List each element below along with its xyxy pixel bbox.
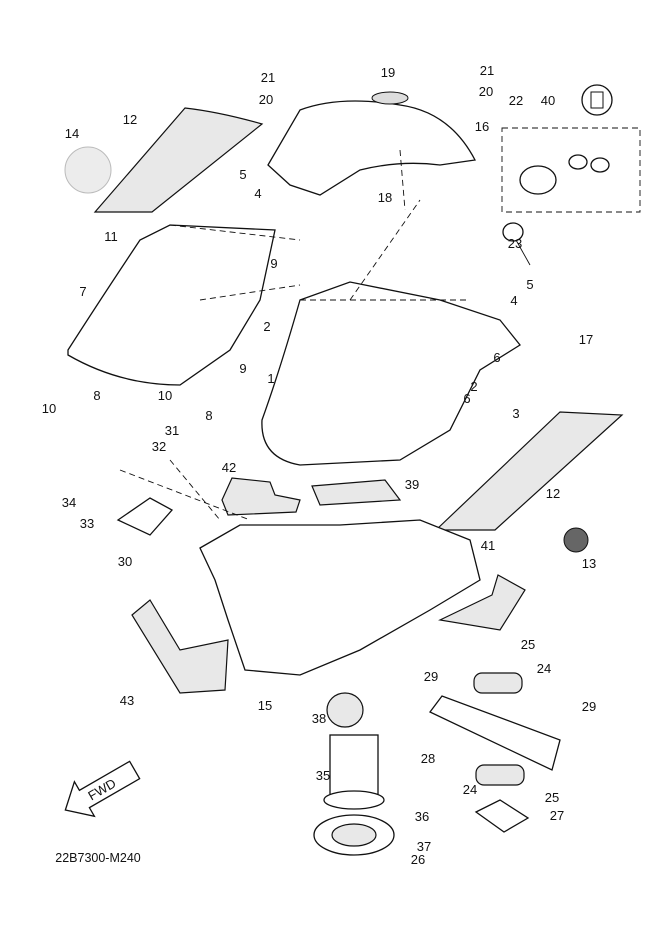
part-24-rubber-top xyxy=(473,672,523,694)
part-38-gasket xyxy=(326,692,364,728)
part-number-label: 43 xyxy=(120,693,134,708)
part-number-label: 31 xyxy=(165,423,179,438)
part-number-label: 8 xyxy=(205,408,212,423)
part-12-sheet-left xyxy=(93,107,264,213)
part-number-label: 26 xyxy=(411,852,425,867)
part-number-label: 29 xyxy=(582,699,596,714)
part-40-label-circle xyxy=(581,84,613,116)
part-number-label: 28 xyxy=(421,751,435,766)
part-number-label: 24 xyxy=(463,782,477,797)
part-number-label: 42 xyxy=(222,460,236,475)
part-35-fuel-pump xyxy=(329,734,379,798)
part-number-label: 10 xyxy=(158,388,172,403)
part-number-label: 30 xyxy=(118,554,132,569)
part-27-plate xyxy=(474,799,530,833)
part-number-label: 7 xyxy=(79,284,86,299)
part-number-label: 29 xyxy=(424,669,438,684)
part-number-label: 8 xyxy=(93,388,100,403)
part-number-label: 32 xyxy=(152,439,166,454)
part-number-label: 36 xyxy=(415,809,429,824)
part-19-ring xyxy=(371,91,409,105)
assembly-lines xyxy=(119,149,470,521)
part-7-side-cover-left xyxy=(67,224,276,386)
key-icon xyxy=(590,157,610,173)
part-13-emblem xyxy=(563,527,589,553)
part-number-label: 12 xyxy=(123,112,137,127)
part-number-label: 5 xyxy=(239,167,246,182)
part-number-label: 14 xyxy=(65,126,79,141)
part-28-bracket xyxy=(429,695,561,771)
part-number-label: 23 xyxy=(508,236,522,251)
fuel-icon xyxy=(590,91,604,109)
part-number-label: 41 xyxy=(481,538,495,553)
part-12-sheet-right xyxy=(434,411,624,531)
part-number-label: 37 xyxy=(417,839,431,854)
part-number-label: 17 xyxy=(579,332,593,347)
part-number-label: 25 xyxy=(521,637,535,652)
part-number-label: 34 xyxy=(62,495,76,510)
part-number-label: 9 xyxy=(270,256,277,271)
part-16-top-cover xyxy=(267,100,477,196)
part-number-label: 21 xyxy=(480,63,494,78)
part-number-label: 22 xyxy=(509,93,523,108)
part-number-label: 19 xyxy=(381,65,395,80)
part-number-label: 21 xyxy=(261,70,275,85)
part-number-label: 16 xyxy=(475,119,489,134)
part-22-cap xyxy=(519,165,557,195)
part-24-rubber-bottom xyxy=(475,764,525,786)
part-14-disc xyxy=(64,146,112,194)
key-icon xyxy=(568,154,588,170)
part-42-pad xyxy=(221,477,301,516)
part-number-label: 12 xyxy=(546,486,560,501)
part-number-label: 18 xyxy=(378,190,392,205)
part-15-fuel-tank xyxy=(199,519,481,676)
part-number-label: 33 xyxy=(80,516,94,531)
part-number-label: 2 xyxy=(470,379,477,394)
part-number-label: 4 xyxy=(510,293,517,308)
part-number-label: 35 xyxy=(316,768,330,783)
part-number-label: 6 xyxy=(493,350,500,365)
part-number-label: 1 xyxy=(267,371,274,386)
part-number-label: 24 xyxy=(537,661,551,676)
part-1-side-cover-right xyxy=(261,281,521,466)
fwd-arrow-icon: FWD xyxy=(64,760,141,818)
diagram-code: 22B7300-M240 xyxy=(55,851,141,865)
part-number-label: 4 xyxy=(254,186,261,201)
part-number-label: 2 xyxy=(263,319,270,334)
part-number-label: 9 xyxy=(239,361,246,376)
part-41-guard xyxy=(438,574,526,631)
part-30-bracket xyxy=(116,497,174,536)
part-number-label: 3 xyxy=(512,406,519,421)
part-number-label: 20 xyxy=(479,84,493,99)
part-43-guard xyxy=(131,599,229,694)
part-number-label: 39 xyxy=(405,477,419,492)
part-number-label: 40 xyxy=(541,93,555,108)
part-number-label: 11 xyxy=(104,229,118,244)
part-number-label: 10 xyxy=(42,401,56,416)
part-number-label: 27 xyxy=(550,808,564,823)
part-22-lock-set-box xyxy=(501,127,641,213)
part-number-label: 20 xyxy=(259,92,273,107)
part-number-label: 13 xyxy=(582,556,596,571)
part-number-label: 5 xyxy=(526,277,533,292)
part-number-label: 38 xyxy=(312,711,326,726)
part-number-label: 15 xyxy=(258,698,272,713)
part-number-label: 25 xyxy=(545,790,559,805)
part-23-key xyxy=(502,222,524,242)
part-number-label: 6 xyxy=(463,391,470,406)
part-39-pad xyxy=(311,479,402,506)
